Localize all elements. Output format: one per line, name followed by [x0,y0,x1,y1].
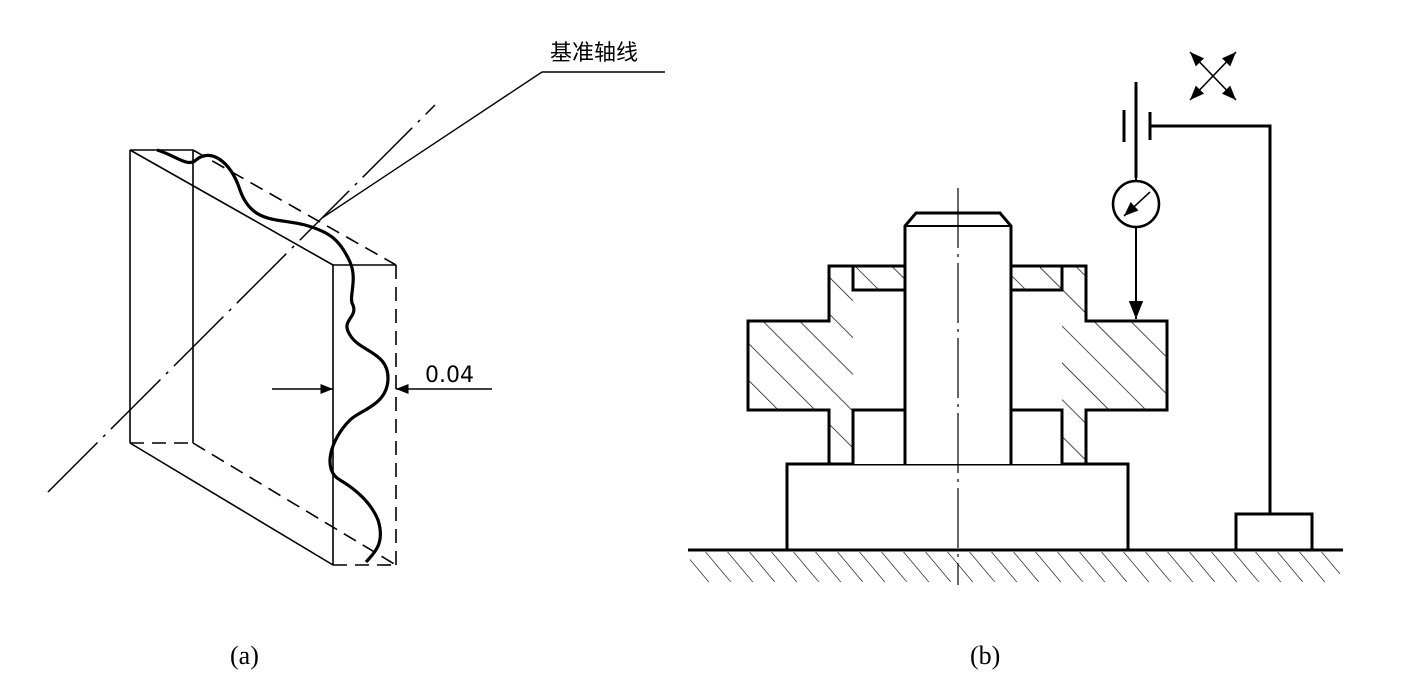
movement-arrows-icon [1189,51,1237,101]
dial-needle [1123,191,1151,217]
ground-hatching [690,552,1340,582]
workpiece-outline [746,264,1169,464]
figure-b: (b) [688,51,1343,670]
datum-axis-line [47,104,436,493]
caption-b: (b) [970,641,1000,670]
figure-a: 基准轴线 0.04 (a) [47,41,665,670]
leader-line [321,71,543,219]
caption-a: (a) [230,641,259,670]
indicator-clamp [1122,82,1152,178]
dimension-label: 0.04 [425,363,474,388]
stand-base [1234,512,1314,552]
datum-axis-label: 基准轴线 [550,41,638,66]
actual-surface-curve [156,148,390,564]
slab-outline [129,149,397,566]
indicator-stand [1150,124,1272,514]
